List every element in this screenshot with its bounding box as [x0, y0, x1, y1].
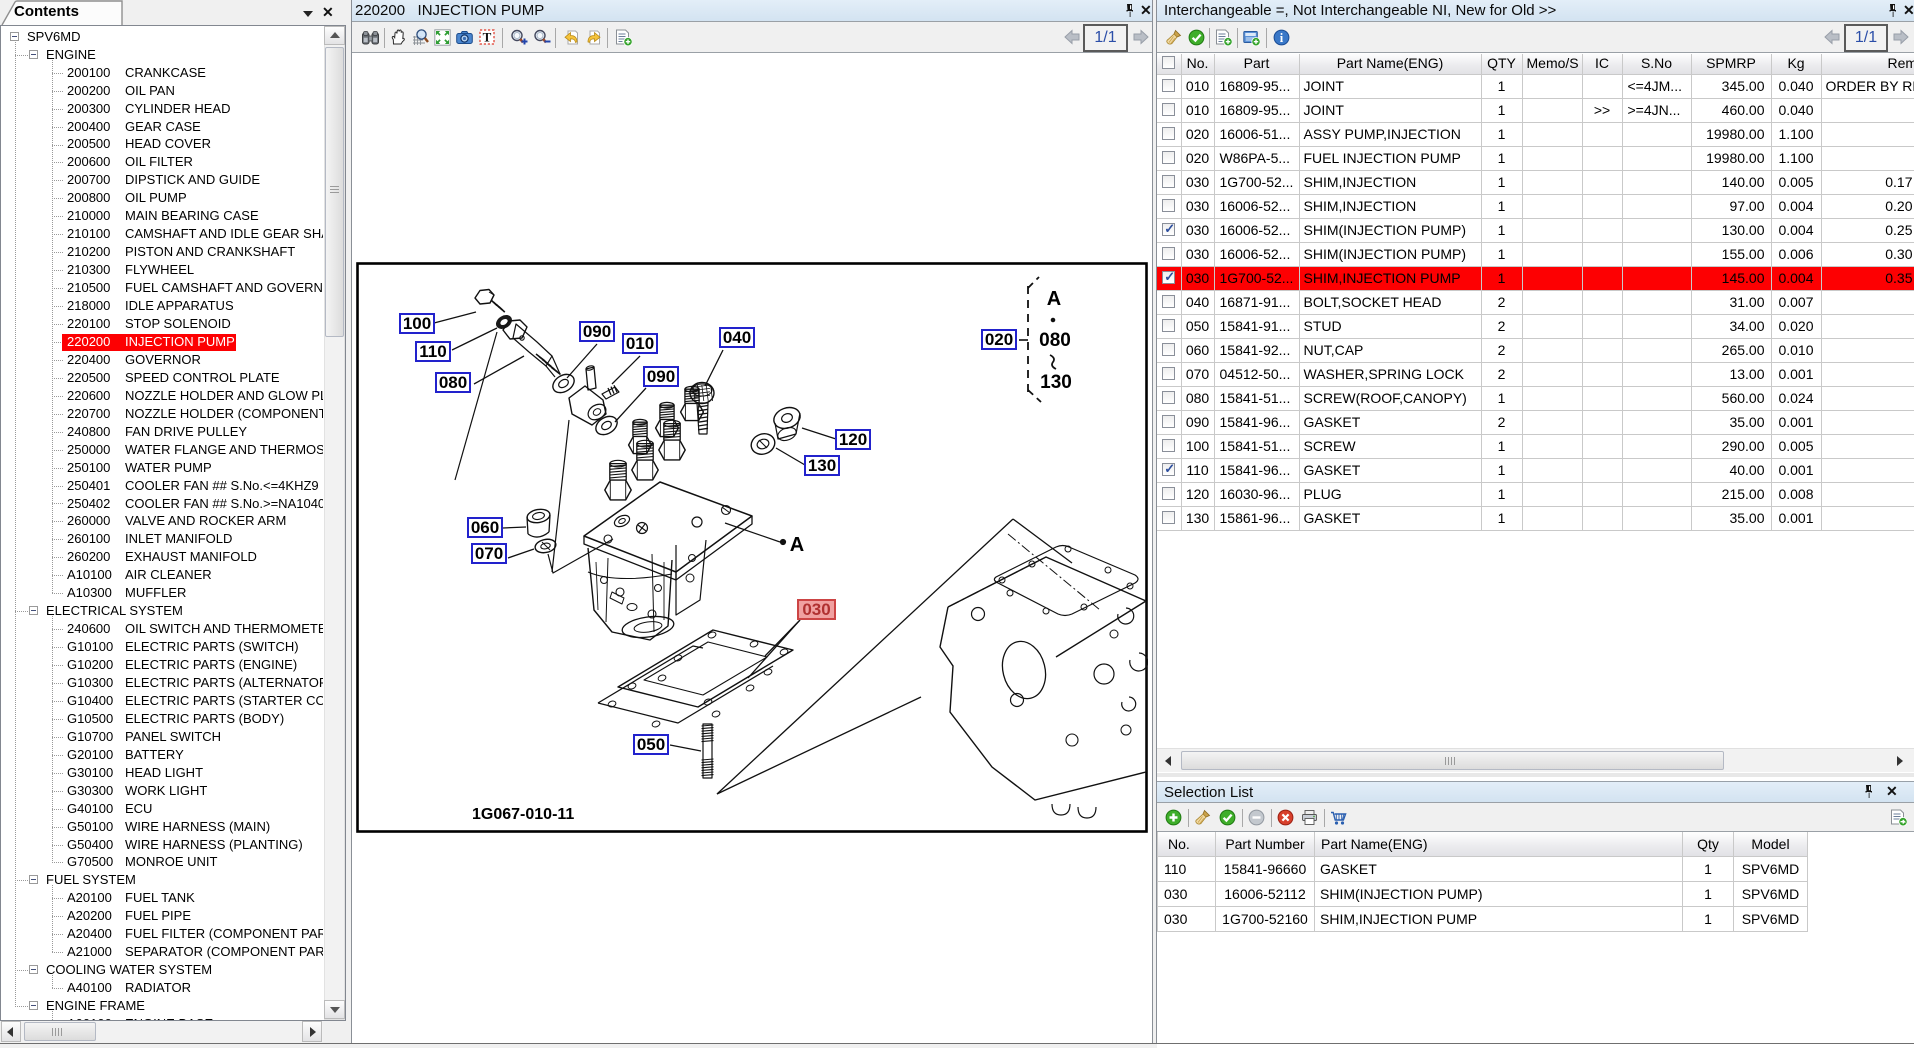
- svg-text:090: 090: [647, 367, 675, 386]
- svg-text:030: 030: [802, 600, 830, 619]
- svg-text:i: i: [1280, 31, 1284, 45]
- svg-text:040: 040: [723, 328, 751, 347]
- svg-text:080: 080: [1039, 330, 1071, 351]
- svg-text:060: 060: [471, 518, 499, 537]
- svg-text:080: 080: [439, 373, 467, 392]
- svg-text:A: A: [1047, 288, 1061, 310]
- svg-text:T: T: [483, 30, 492, 45]
- svg-text:100: 100: [403, 314, 431, 333]
- svg-text:050: 050: [637, 735, 665, 754]
- svg-text:130: 130: [1040, 372, 1072, 393]
- svg-text:110: 110: [419, 342, 446, 361]
- svg-text:010: 010: [626, 334, 654, 353]
- svg-text:070: 070: [475, 544, 503, 563]
- svg-text:1G067-010-11: 1G067-010-11: [472, 806, 574, 823]
- svg-text:020: 020: [985, 330, 1013, 349]
- svg-text:120: 120: [839, 430, 867, 449]
- svg-text:A: A: [790, 534, 804, 556]
- svg-text:130: 130: [808, 456, 836, 475]
- svg-text:090: 090: [583, 322, 611, 341]
